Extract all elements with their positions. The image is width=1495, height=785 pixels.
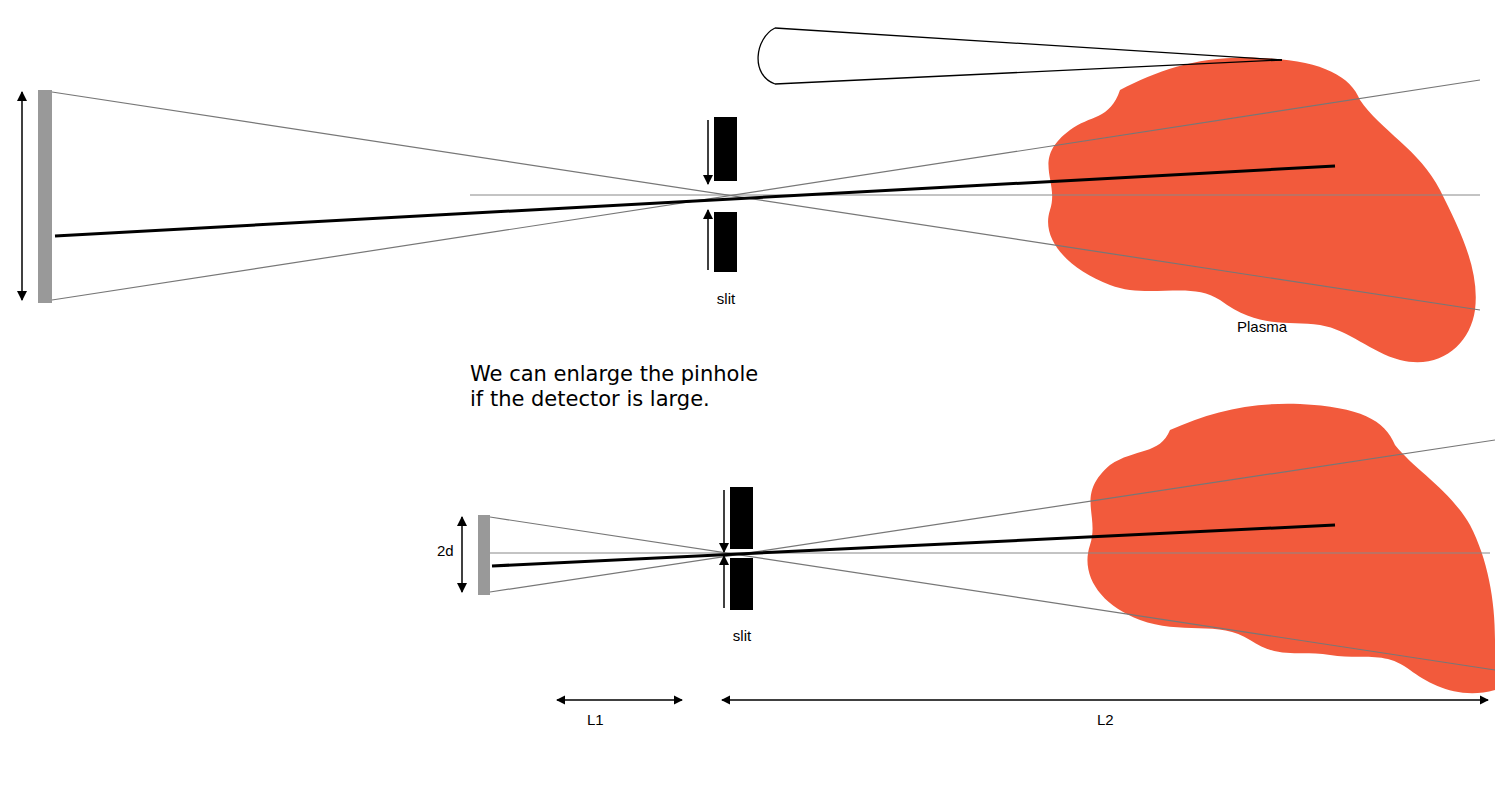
slit-label: slit (717, 290, 735, 308)
slit-label: slit (733, 627, 751, 645)
ray (52, 92, 1480, 310)
dimension-label: L1 (587, 711, 604, 729)
ray (490, 440, 1495, 592)
slit-jaw (714, 212, 737, 272)
ray (490, 517, 1495, 670)
ray (52, 80, 1480, 300)
detector (478, 515, 490, 595)
plasma-label: Plasma (1237, 318, 1287, 336)
dimension-label: L2 (1097, 711, 1114, 729)
plasma-blob (1048, 58, 1476, 363)
detector (38, 90, 52, 303)
dimension-arrow (722, 699, 1488, 700)
callout-cone (758, 28, 775, 84)
chief-ray (55, 166, 1335, 236)
dimension-arrow (557, 699, 682, 700)
slit-jaw (730, 487, 753, 549)
dimension-label: 2d (437, 542, 454, 560)
chief-ray (492, 525, 1335, 566)
slit-jaw (730, 558, 753, 610)
note-text: We can enlarge the pinhole if the detect… (470, 362, 760, 412)
slit-jaw (714, 117, 737, 181)
plasma-blob (1087, 404, 1495, 693)
